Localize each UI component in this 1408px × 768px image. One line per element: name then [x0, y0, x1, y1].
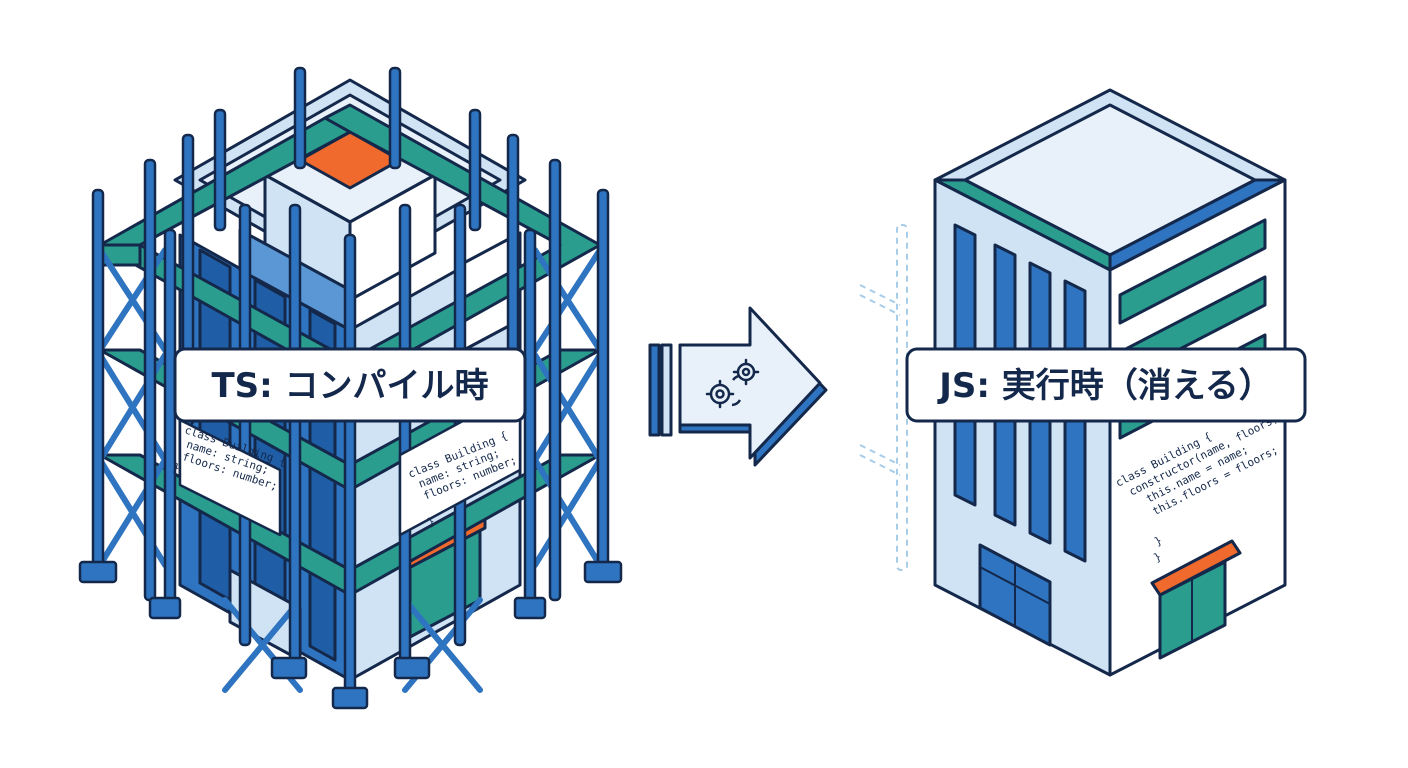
ts-scaffolded-building	[78, 66, 623, 710]
right-arrow-icon	[648, 306, 828, 467]
ts-code-sheet-front	[178, 418, 282, 537]
js-line-5: }	[1152, 534, 1164, 549]
ts-scaffold-feet	[78, 560, 623, 710]
js-label: JS: 実行時（消える）	[937, 366, 1273, 406]
gears-icon	[705, 358, 760, 409]
ts-label-box: TS: コンパイル時	[173, 347, 527, 423]
ts-label: TS: コンパイル時	[211, 366, 488, 406]
ts-code-front: class Building { name: string; floors: n…	[171, 423, 288, 493]
ts-front-line-4: }	[171, 461, 181, 475]
js-door-awning	[1150, 539, 1242, 597]
js-ghost-scaffold	[859, 224, 908, 571]
js-label-box: JS: 実行時（消える）	[905, 347, 1307, 423]
ts-side-line-4: }	[426, 514, 437, 529]
js-line-6: }	[1152, 550, 1164, 565]
